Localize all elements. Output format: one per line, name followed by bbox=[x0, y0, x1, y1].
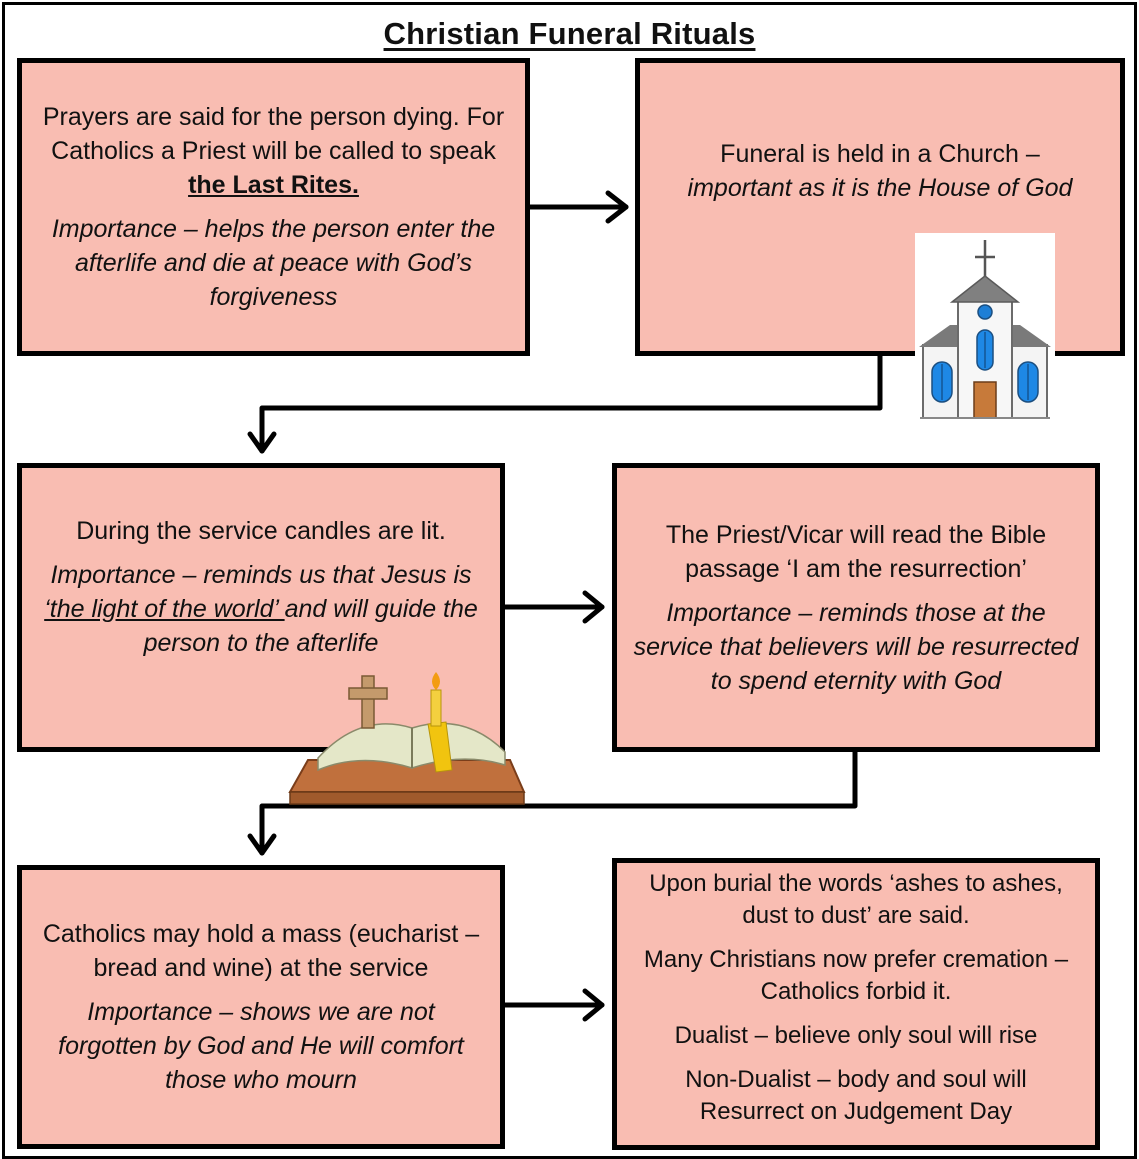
arrow-down-1 bbox=[247, 353, 883, 454]
box-candles-importance-a: Importance – reminds us that Jesus is bbox=[50, 560, 472, 589]
box-candles: During the service candles are lit. Impo… bbox=[17, 463, 505, 752]
box-church-text: Funeral is held in a Church – important a… bbox=[688, 137, 1073, 205]
light-of-world-quote: ‘the light of the world’ bbox=[44, 594, 285, 623]
box-mass-importance: Importance – shows we are not forgotten … bbox=[58, 998, 464, 1094]
arrow-right-3 bbox=[502, 988, 605, 1022]
box-burial: Upon burial the words ‘ashes to ashes, d… bbox=[612, 858, 1100, 1150]
box-mass-line: Catholics may hold a mass (eucharist – b… bbox=[42, 920, 480, 982]
box-burial-line4: Non-Dualist – body and soul will Resurre… bbox=[685, 1066, 1027, 1125]
box-bible-line: The Priest/Vicar will read the Bible pas… bbox=[665, 520, 1047, 583]
box-last-rites-line: Prayers are said for the person dying. F… bbox=[42, 103, 505, 165]
box-bible-importance: Importance – reminds those at the servic… bbox=[633, 598, 1079, 695]
box-burial-line3: Dualist – believe only soul will rise bbox=[674, 1022, 1038, 1049]
box-last-rites-text: Prayers are said for the person dying. F… bbox=[36, 100, 511, 202]
box-candles-importance: Importance – reminds us that Jesus is ‘t… bbox=[36, 558, 486, 660]
box-last-rites-importance: Importance – helps the person enter the … bbox=[51, 215, 496, 311]
last-rites-emphasis: the Last Rites. bbox=[188, 171, 359, 199]
arrow-right-1 bbox=[527, 190, 629, 224]
page-title: Christian Funeral Rituals bbox=[383, 16, 756, 51]
box-church-line: Funeral is held in a Church – bbox=[720, 140, 1040, 168]
box-candles-line: During the service candles are lit. bbox=[76, 516, 446, 545]
box-burial-line2: Many Christians now prefer cremation – C… bbox=[643, 946, 1069, 1005]
box-burial-line1: Upon burial the words ‘ashes to ashes, d… bbox=[649, 870, 1063, 929]
box-candles-importance-b: and will guide the person to the afterli… bbox=[143, 594, 478, 657]
bible-candle-cross-icon bbox=[288, 672, 526, 805]
arrow-right-2 bbox=[502, 590, 605, 624]
box-bible-reading: The Priest/Vicar will read the Bible pas… bbox=[612, 463, 1100, 752]
arrow-down-2 bbox=[247, 749, 858, 856]
church-icon bbox=[915, 233, 1055, 423]
box-church-importance: important as it is the House of God bbox=[687, 174, 1073, 202]
box-mass: Catholics may hold a mass (eucharist – b… bbox=[17, 865, 505, 1149]
box-last-rites: Prayers are said for the person dying. F… bbox=[17, 58, 530, 356]
